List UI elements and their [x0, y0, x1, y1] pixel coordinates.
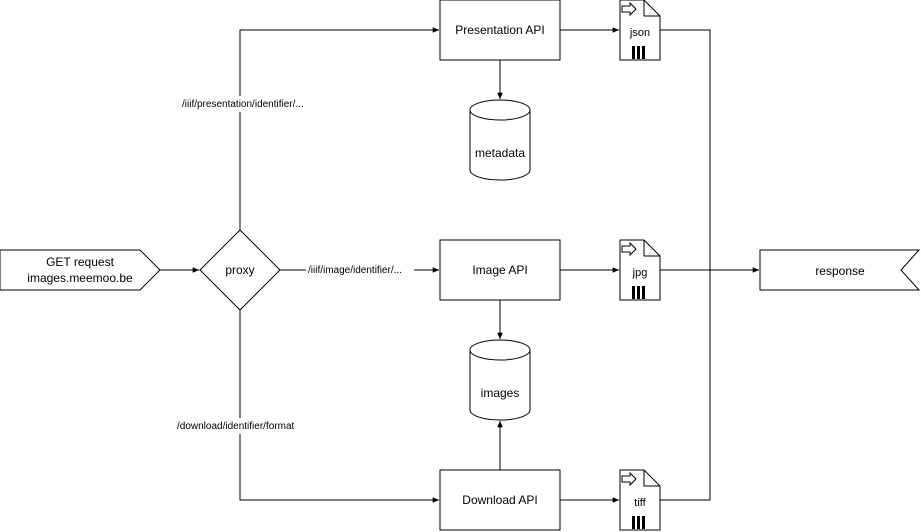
image-api-label: Image API [472, 263, 527, 277]
edge-label-bg [174, 418, 308, 434]
images-store-label: images [481, 386, 520, 400]
file-arrow-icon [621, 241, 637, 257]
file-arrow-icon [621, 1, 637, 17]
edge-proxy-to-download [239, 310, 439, 503]
jpg-file-node: jpg [619, 239, 661, 301]
edge-proxy-to-presentation [239, 27, 439, 230]
source-request-line1: GET request [46, 255, 114, 269]
metadata-store-label: metadata [475, 146, 525, 160]
source-request-line2: images.meemoo.be [27, 271, 133, 285]
metadata-store-node: metadata [469, 99, 531, 181]
download-api-node: Download API [439, 469, 561, 531]
file-barcode-icon [632, 46, 635, 59]
proxy-node: proxy [199, 229, 281, 311]
presentation-api-node: Presentation API [439, 0, 561, 61]
file-barcode-icon [632, 286, 635, 299]
tiff-file-node: tiff [619, 469, 661, 531]
response-node: response [759, 249, 921, 291]
edge-label-download-path: /download/identifier/format [177, 421, 295, 432]
edge-label-bg [178, 96, 324, 112]
edge-label-image-path: /iiif/image/identifier/... [308, 265, 402, 276]
edge-tiff-to-response [660, 270, 711, 501]
proxy-label: proxy [225, 263, 254, 277]
edge-json-to-response [660, 29, 711, 270]
edge-label-presentation-path: /iiif/presentation/identifier/... [182, 99, 304, 110]
file-arrow-icon [621, 471, 637, 487]
file-barcode-icon [632, 516, 635, 529]
edge-label-bg [306, 263, 414, 277]
images-store-node: images [469, 339, 531, 421]
response-label: response [815, 264, 865, 278]
download-api-label: Download API [462, 493, 537, 507]
image-api-node: Image API [439, 239, 561, 301]
presentation-api-label: Presentation API [455, 23, 544, 37]
json-file-node: json [619, 0, 661, 61]
jpg-file-label: jpg [632, 267, 648, 279]
tiff-file-label: tiff [634, 497, 646, 509]
json-file-label: json [629, 27, 650, 39]
source-request-node: GET request images.meemoo.be [0, 249, 161, 291]
